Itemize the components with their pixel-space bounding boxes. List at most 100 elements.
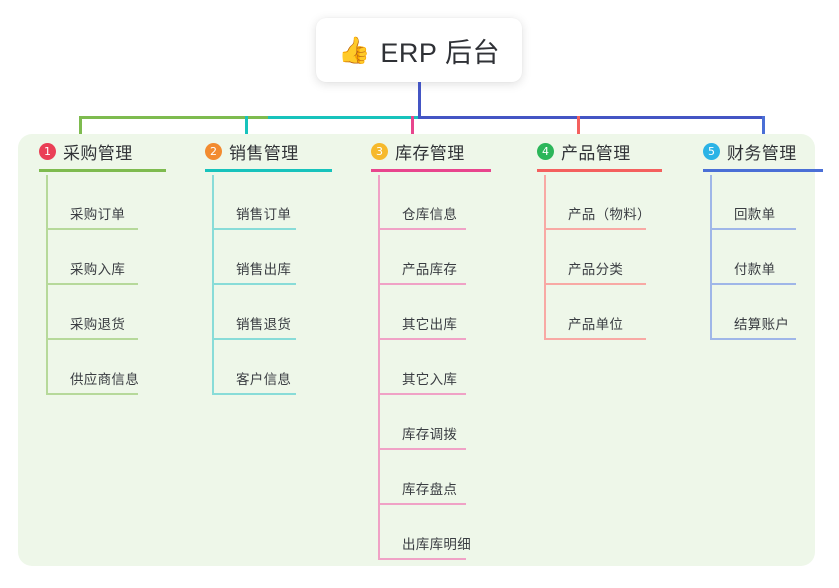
leaf-node-label: 销售退货 (236, 317, 292, 332)
branch-title: 库存管理 (395, 143, 465, 163)
leaf-node-label: 其它入库 (402, 372, 458, 387)
root-node-label: ERP 后台 (380, 37, 500, 68)
branch-number-badge: 3 (371, 142, 388, 160)
branch-spine (710, 175, 712, 340)
leaf-node-rule (710, 338, 796, 340)
branch-header-rule (39, 169, 166, 172)
branch-header-2[interactable]: 2 销售管理 (186, 134, 346, 172)
branch-number-badge: 1 (39, 142, 56, 160)
branch-title: 财务管理 (727, 143, 797, 163)
leaf-node-label: 采购退货 (70, 317, 126, 332)
leaf-node[interactable]: 采购入库 (20, 230, 180, 285)
branch-number-badge: 4 (537, 142, 554, 160)
leaf-node[interactable]: 销售退货 (186, 285, 346, 340)
branch-spine (378, 175, 380, 560)
leaf-node[interactable]: 采购订单 (20, 175, 180, 230)
leaf-node-rule (46, 228, 138, 230)
leaf-node[interactable]: 出库库明细 (352, 505, 512, 560)
bus-connector-green (79, 116, 268, 119)
branch-items: 销售订单销售出库销售退货客户信息 (186, 175, 346, 395)
leaf-node-label: 库存调拨 (402, 427, 458, 442)
branch-title: 销售管理 (229, 143, 299, 163)
leaf-node[interactable]: 其它入库 (352, 340, 512, 395)
branch-items: 仓库信息产品库存其它出库其它入库库存调拨库存盘点出库库明细 (352, 175, 512, 560)
leaf-node-rule (710, 228, 796, 230)
leaf-node[interactable]: 销售出库 (186, 230, 346, 285)
leaf-node-rule (544, 283, 646, 285)
branch-spine (212, 175, 214, 395)
branch-column-2: 2 销售管理销售订单销售出库销售退货客户信息 (186, 134, 346, 395)
branch-header-5[interactable]: 5 财务管理 (684, 134, 834, 172)
leaf-node-rule (544, 228, 646, 230)
branch-column-5: 5 财务管理回款单付款单结算账户 (684, 134, 834, 340)
leaf-node[interactable]: 供应商信息 (20, 340, 180, 395)
thumbs-up-icon: 👍 (338, 35, 371, 65)
leaf-node[interactable]: 回款单 (684, 175, 834, 230)
leaf-node[interactable]: 库存调拨 (352, 395, 512, 450)
branch-spine (544, 175, 546, 340)
leaf-node[interactable]: 结算账户 (684, 285, 834, 340)
leaf-node-label: 回款单 (734, 207, 776, 222)
leaf-node-label: 产品（物料） (568, 207, 651, 222)
leaf-node-label: 出库库明细 (402, 537, 471, 552)
leaf-node[interactable]: 产品分类 (518, 230, 678, 285)
branch-column-4: 4 产品管理产品（物料） 产品分类产品单位 (518, 134, 678, 340)
root-node-erp-backend[interactable]: 👍 ERP 后台 (316, 18, 522, 82)
leaf-node-rule (212, 228, 296, 230)
branch-header-3[interactable]: 3 库存管理 (352, 134, 512, 172)
leaf-node-label: 客户信息 (236, 372, 292, 387)
leaf-node-rule (46, 283, 138, 285)
leaf-node-label: 仓库信息 (402, 207, 458, 222)
diagram-panel: 1 采购管理采购订单采购入库采购退货供应商信息 2 销售管理销售订单销售出库销售退货客… (18, 134, 823, 566)
leaf-node-rule (212, 283, 296, 285)
leaf-node[interactable]: 产品（物料） (518, 175, 678, 230)
branch-header-rule (537, 169, 662, 172)
leaf-node[interactable]: 其它出库 (352, 285, 512, 340)
leaf-node-label: 结算账户 (734, 317, 790, 332)
branch-number-badge: 2 (205, 142, 222, 160)
trunk-connector (418, 82, 421, 118)
branch-title: 产品管理 (561, 143, 631, 163)
branch-items: 回款单付款单结算账户 (684, 175, 834, 340)
leaf-node[interactable]: 仓库信息 (352, 175, 512, 230)
bus-connector-teal (268, 116, 418, 119)
leaf-node-rule (378, 283, 466, 285)
leaf-node-rule (710, 283, 796, 285)
leaf-node-label: 销售订单 (236, 207, 292, 222)
branch-header-1[interactable]: 1 采购管理 (20, 134, 180, 172)
leaf-node-label: 采购订单 (70, 207, 126, 222)
bus-connector-blue (418, 116, 765, 119)
leaf-node[interactable]: 付款单 (684, 230, 834, 285)
leaf-node-label: 销售出库 (236, 262, 292, 277)
leaf-node-label: 采购入库 (70, 262, 126, 277)
leaf-node[interactable]: 采购退货 (20, 285, 180, 340)
leaf-node-rule (544, 338, 646, 340)
branch-header-rule (205, 169, 332, 172)
leaf-node[interactable]: 销售订单 (186, 175, 346, 230)
branch-items: 产品（物料） 产品分类产品单位 (518, 175, 678, 340)
leaf-node-label: 库存盘点 (402, 482, 458, 497)
leaf-node-rule (46, 393, 138, 395)
leaf-node-label: 产品单位 (568, 317, 624, 332)
leaf-node-rule (378, 338, 466, 340)
branch-number-badge: 5 (703, 142, 720, 160)
leaf-node-rule (212, 338, 296, 340)
leaf-node[interactable]: 产品库存 (352, 230, 512, 285)
branch-header-rule (703, 169, 823, 172)
branch-header-rule (371, 169, 491, 172)
leaf-node-label: 其它出库 (402, 317, 458, 332)
leaf-node[interactable]: 库存盘点 (352, 450, 512, 505)
branch-title: 采购管理 (63, 143, 133, 163)
leaf-node[interactable]: 客户信息 (186, 340, 346, 395)
leaf-node-rule (212, 393, 296, 395)
branch-column-3: 3 库存管理仓库信息产品库存其它出库其它入库库存调拨库存盘点出库库明细 (352, 134, 512, 560)
leaf-node-rule (378, 558, 466, 560)
leaf-node-rule (378, 228, 466, 230)
leaf-node[interactable]: 产品单位 (518, 285, 678, 340)
leaf-node-rule (46, 338, 138, 340)
leaf-node-rule (378, 503, 466, 505)
branch-header-4[interactable]: 4 产品管理 (518, 134, 678, 172)
leaf-node-label: 付款单 (734, 262, 776, 277)
leaf-node-label: 供应商信息 (70, 372, 139, 387)
